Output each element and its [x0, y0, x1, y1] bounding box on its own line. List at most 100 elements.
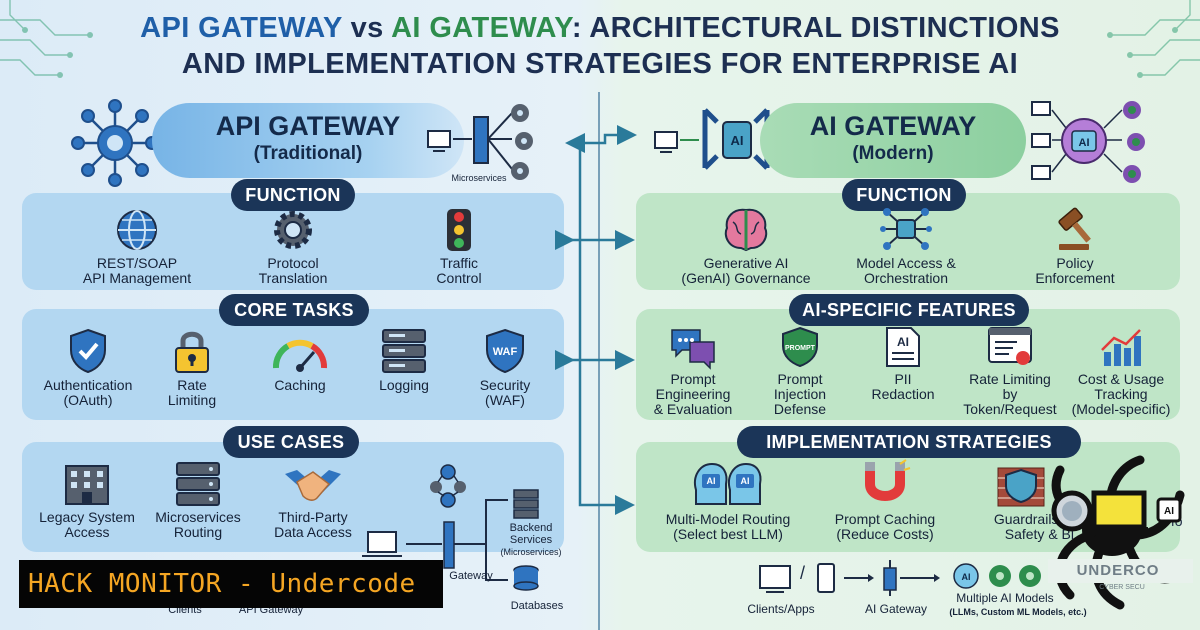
document-ai-icon: AI: [886, 327, 920, 367]
pii-ai-badge: AI: [897, 335, 909, 349]
ai-head-badge-2: AI: [741, 476, 750, 486]
item-line2: (GenAI) Governance: [681, 270, 811, 286]
flow-clients-label: Clients/Apps: [747, 602, 815, 616]
item-line2: Injection: [773, 386, 827, 402]
ai-impl-prompt-caching: Prompt Caching (Reduce Costs): [822, 459, 948, 542]
backend-label-2: Services: [509, 534, 553, 546]
ai-feature-pii: AI PII Redaction: [858, 326, 948, 402]
lock-icon: [175, 331, 209, 373]
item-line1: PII: [894, 371, 912, 387]
ai-function-item-policy: Policy Enforcement: [1010, 206, 1140, 286]
api-function-item-rest: REST/SOAP API Management: [62, 208, 212, 286]
api-core-pill: CORE TASKS: [219, 294, 369, 326]
flow-ai-badge: AI: [962, 572, 971, 582]
network-hub-icon: [71, 99, 159, 187]
ai-impl-pill: IMPLEMENTATION STRATEGIES: [737, 426, 1081, 458]
item-line1: Authentication: [43, 377, 133, 393]
item-line1: Security: [479, 377, 531, 393]
api-microservices-flow-icon: [427, 104, 533, 180]
microservices-label: Microservices: [451, 173, 507, 183]
item-line2: Access: [64, 524, 110, 540]
ai-feature-prompt-eng: Prompt Engineering & Evaluation: [646, 326, 740, 417]
hack-monitor-banner: HACK MONITOR - Undercode: [19, 560, 443, 608]
api-core-item-logging: Logging: [362, 328, 446, 393]
browser-chart-icon: [988, 327, 1032, 365]
logo-text: UNDERCO: [1077, 562, 1160, 579]
title-vs: vs: [342, 12, 392, 44]
item-line3: & Evaluation: [653, 401, 733, 417]
backend-label-3: (Microservices): [500, 547, 562, 557]
api-gateway-header: API GATEWAY (Traditional): [152, 103, 464, 178]
api-use-pill: USE CASES: [223, 426, 359, 458]
item-line2: Orchestration: [863, 270, 949, 286]
gauge-icon: [272, 339, 328, 372]
building-icon: [65, 465, 109, 505]
server-rack-icon: [176, 462, 220, 506]
database-icon: [513, 565, 539, 591]
databases-label: Databases: [510, 600, 564, 612]
ai-function-item-model-access: Model Access & Orchestration: [838, 206, 974, 286]
item-line2: Enforcement: [1035, 270, 1115, 286]
api-flow-diagram: [362, 464, 539, 591]
item-line1: Prompt: [777, 371, 823, 387]
flow-gateway-label: AI Gateway: [864, 602, 928, 616]
item-line3: Token/Request: [963, 401, 1057, 417]
logo-ai-badge: AI: [1164, 506, 1174, 517]
item-line2: Data Access: [274, 524, 352, 540]
api-core-item-auth: Authentication (OAuth): [30, 328, 146, 408]
item-line3: Defense: [773, 401, 827, 417]
item-line2: Tracking: [1094, 386, 1148, 402]
magnet-icon: [865, 459, 911, 501]
item-line1: Multi-Model Routing: [665, 511, 791, 527]
ai-flow-diagram: AI: [759, 560, 1041, 596]
handshake-icon: [285, 470, 341, 501]
ai-gateway-title: AI GATEWAY: [809, 111, 977, 141]
undercode-octopus-logo: AI UNDERCO CYBER SECU: [1048, 455, 1193, 610]
item-line1: Protocol: [267, 255, 319, 271]
ai-features-pill: AI-SPECIFIC FEATURES: [789, 294, 1029, 326]
title-line2: AND IMPLEMENTATION STRATEGIES FOR ENTERP…: [181, 48, 1019, 80]
ai-chip-flow-icon: AI: [654, 108, 770, 170]
ai-feature-prompt-injection: PROMPT Prompt Injection Defense: [756, 326, 844, 417]
center-arrows: [555, 125, 637, 515]
item-line2: Control: [436, 270, 482, 286]
title-rest: : ARCHITECTURAL DISTINCTIONS: [571, 12, 1060, 44]
api-gateway-subtitle: (Traditional): [253, 143, 363, 164]
ai-impl-guardrails: Guardrails fo Safety & Bi: [946, 460, 1076, 542]
cloud-services-icon: [430, 464, 466, 508]
item-line2: (Select best LLM): [673, 526, 783, 542]
api-use-item-legacy: Legacy System Access: [28, 462, 146, 540]
item-line2: Translation: [258, 270, 328, 286]
circuit-decoration-right: [1107, 0, 1200, 78]
ai-function-pill: FUNCTION: [842, 179, 966, 211]
ai-brain-badge: AI: [1079, 137, 1090, 149]
item-line3: (Model-specific): [1071, 401, 1171, 417]
waf-badge: WAF: [493, 346, 518, 358]
item-line1: Prompt: [670, 371, 716, 387]
network-chip-icon: [880, 208, 932, 250]
ai-feature-rate-limiting: Rate Limiting by Token/Request: [950, 326, 1070, 417]
backend-label-1: Backend: [509, 522, 553, 534]
prompt-shield-icon: PROMPT: [782, 326, 818, 368]
item-line1: Prompt Caching: [834, 511, 936, 527]
bar-chart-icon: [1101, 329, 1141, 366]
item-line2: Limiting: [167, 392, 217, 408]
ai-brain-hub-icon: AI: [1031, 101, 1145, 183]
item-line2: Redaction: [871, 386, 935, 402]
item-line2: by: [1002, 386, 1018, 402]
item-line1: Rate: [177, 377, 207, 393]
ai-function-item-genai: Generative AI (GenAI) Governance: [668, 206, 824, 286]
item-line1: Traffic: [439, 255, 479, 271]
api-use-panel: [22, 442, 564, 552]
traffic-light-icon: [447, 209, 471, 251]
shield-check-icon: [70, 328, 106, 374]
item-line1: Microservices: [155, 509, 241, 525]
item-line1: Rate Limiting: [969, 371, 1051, 387]
item-line2: API Management: [82, 270, 192, 286]
item-line1: Generative AI: [703, 255, 789, 271]
item-line1: Legacy System: [39, 509, 135, 525]
chat-bubbles-icon: [671, 329, 715, 370]
title-api: API GATEWAY: [140, 12, 343, 44]
